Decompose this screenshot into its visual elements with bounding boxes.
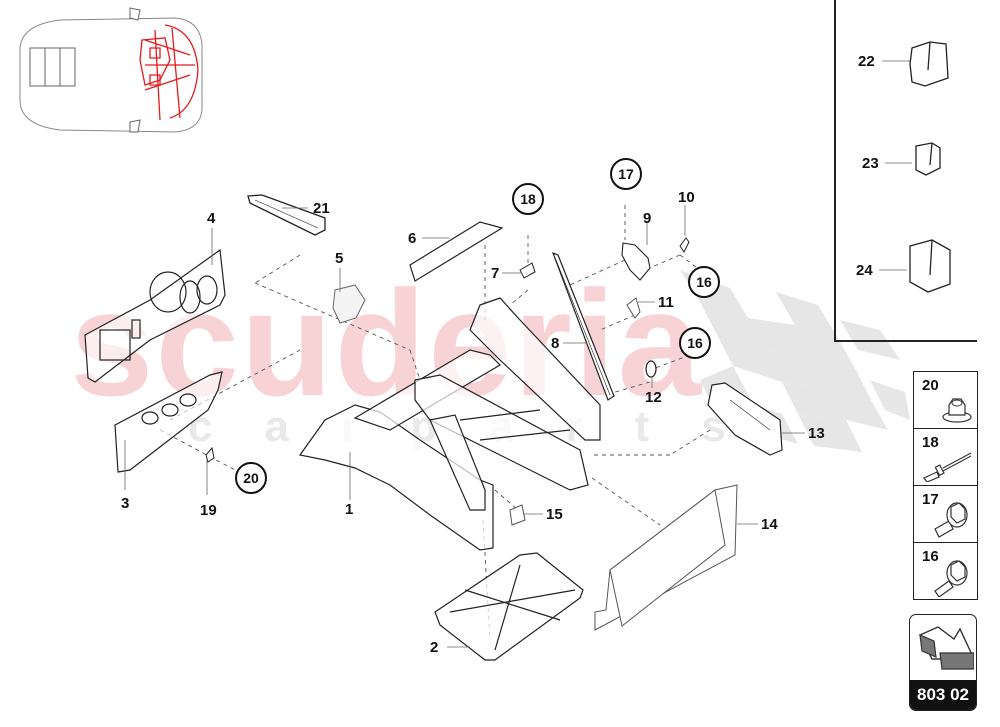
part-23-insert	[915, 142, 941, 176]
part-8-strip	[551, 251, 615, 401]
part-5-gusset	[332, 284, 366, 324]
label-leader-lines	[124, 60, 912, 648]
hardware-label: 16	[922, 548, 939, 565]
inserts-panel	[834, 0, 977, 342]
part-19-clip	[205, 446, 215, 463]
bolt-icon	[934, 502, 968, 538]
hardware-item-17[interactable]: 17	[914, 486, 977, 543]
part-2-cradle	[434, 552, 584, 661]
part-22-insert	[909, 41, 949, 87]
circled-callout-18[interactable]: 18	[512, 183, 544, 215]
part-9-bracket	[621, 242, 651, 281]
callout-24[interactable]: 24	[856, 262, 873, 279]
page-code: 803 02	[910, 680, 976, 710]
callout-6[interactable]: 6	[408, 230, 417, 247]
callout-5[interactable]: 5	[335, 250, 344, 267]
hardware-item-16[interactable]: 16	[914, 543, 977, 600]
callout-3[interactable]: 3	[121, 495, 130, 512]
part-3-side-member	[114, 371, 223, 473]
part-13-bracket	[707, 382, 783, 456]
part-14-panel	[594, 484, 738, 631]
part-24-insert	[909, 239, 951, 293]
hardware-label: 18	[922, 434, 939, 451]
part-6-plate	[409, 221, 504, 282]
hardware-item-20[interactable]: 20	[914, 372, 977, 429]
circled-callout-16-lower[interactable]: 16	[679, 327, 711, 359]
callout-8[interactable]: 8	[551, 335, 560, 352]
hardware-label: 17	[922, 491, 939, 508]
circled-callout-17[interactable]: 17	[610, 158, 642, 190]
callout-19[interactable]: 19	[200, 502, 217, 519]
callout-2[interactable]: 2	[430, 639, 439, 656]
part-21-tube	[247, 194, 326, 236]
callout-9[interactable]: 9	[643, 210, 652, 227]
callout-13[interactable]: 13	[808, 425, 825, 442]
part-15-plate	[509, 504, 526, 526]
callout-10[interactable]: 10	[678, 189, 695, 206]
checkered-flag-watermark	[680, 270, 910, 452]
callout-11[interactable]: 11	[658, 294, 674, 311]
bolt-icon	[934, 560, 968, 597]
part-11-bracket	[626, 297, 641, 319]
callout-21[interactable]: 21	[313, 200, 330, 217]
callout-23[interactable]: 23	[862, 155, 879, 172]
callout-14[interactable]: 14	[761, 516, 778, 533]
hardware-item-18[interactable]: 18	[914, 429, 977, 486]
hardware-legend: 20 18 17 16	[913, 371, 978, 600]
callout-12[interactable]: 12	[645, 389, 662, 406]
nut-icon	[942, 398, 972, 423]
callout-15[interactable]: 15	[546, 506, 563, 523]
dashed-leader-lines	[159, 205, 711, 641]
circled-callout-16-upper[interactable]: 16	[688, 266, 720, 298]
rivet-icon	[923, 452, 972, 482]
car-thumbnail	[19, 7, 203, 133]
part-10-clip	[679, 237, 690, 253]
part-7-bracket	[519, 262, 536, 279]
callout-7[interactable]: 7	[491, 265, 500, 282]
part-1-main-frame	[298, 297, 601, 551]
hardware-label: 20	[922, 377, 939, 394]
part-4-side-panel	[84, 248, 226, 383]
previous-group-arrow-icon	[919, 626, 974, 670]
circled-callout-20[interactable]: 20	[235, 462, 267, 494]
part-12-bushing	[645, 360, 657, 378]
callout-1[interactable]: 1	[345, 501, 354, 518]
callout-22[interactable]: 22	[858, 53, 875, 70]
previous-group-nav-button[interactable]: 803 02	[909, 614, 977, 711]
callout-4[interactable]: 4	[207, 210, 216, 227]
